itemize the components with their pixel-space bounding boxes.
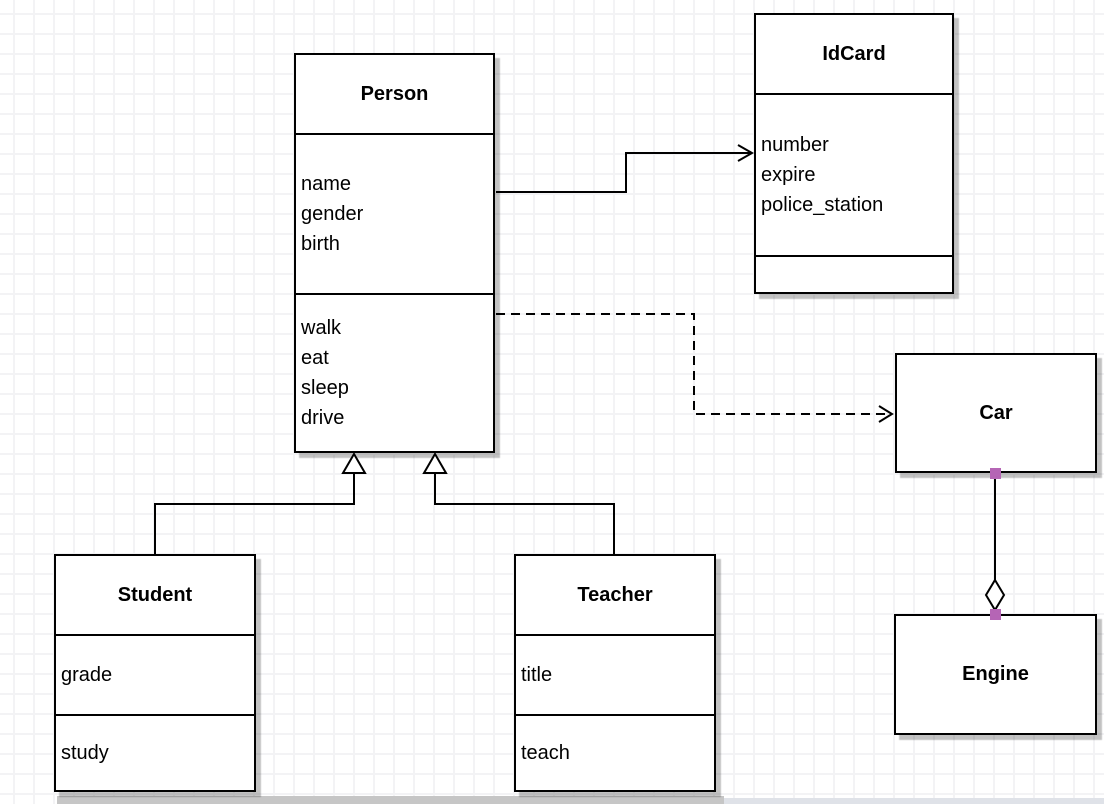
method: eat [301, 347, 329, 369]
methods-section [756, 255, 952, 292]
class-title: Student [117, 583, 193, 606]
attribute: name [301, 173, 352, 195]
method: walk [301, 317, 342, 339]
class-node-person[interactable]: Person name gender birth walk eat sleep … [294, 53, 495, 453]
method: study [61, 742, 109, 764]
attributes-section: number expire police_station [756, 93, 952, 255]
attribute: expire [761, 164, 816, 186]
attribute: birth [301, 233, 340, 255]
class-title: IdCard [822, 42, 886, 65]
hollow-diamond-marker [984, 578, 1006, 612]
class-node-teacher[interactable]: Teacher title teach [514, 554, 716, 792]
attribute: title [521, 664, 553, 686]
methods-section: study [56, 714, 254, 790]
attribute: police_station [761, 194, 884, 216]
methods-section: walk eat sleep drive [296, 293, 493, 451]
edge-person-idcard-association[interactable] [496, 144, 755, 193]
class-title: Person [360, 82, 429, 105]
edge-endpoint-handle[interactable] [990, 468, 1001, 479]
method: teach [521, 742, 570, 764]
attributes-section: grade [56, 634, 254, 714]
class-title: Engine [962, 663, 1029, 685]
class-node-engine[interactable]: Engine [894, 614, 1097, 735]
edge-teacher-person-generalization[interactable] [422, 452, 615, 554]
method: sleep [301, 377, 349, 399]
class-node-idcard[interactable]: IdCard number expire police_station [754, 13, 954, 294]
class-title: Car [979, 401, 1013, 424]
hollow-triangle-marker [422, 452, 448, 474]
hollow-triangle-marker [341, 452, 367, 474]
canvas-bottom-shadow [57, 796, 724, 804]
canvas-bottom-edge [724, 798, 1104, 804]
attribute: number [761, 134, 829, 156]
edge-student-person-generalization[interactable] [154, 452, 367, 554]
method: drive [301, 407, 345, 429]
methods-section: teach [516, 714, 714, 790]
attributes-section: name gender birth [296, 133, 493, 293]
attribute: gender [301, 203, 364, 225]
class-title: Teacher [577, 583, 653, 606]
attributes-section: title [516, 634, 714, 714]
attribute: grade [61, 664, 113, 686]
edge-endpoint-handle[interactable] [990, 609, 1001, 620]
edge-car-engine-aggregation[interactable] [984, 468, 1006, 620]
class-node-car[interactable]: Car [895, 353, 1097, 473]
edge-person-car-dependency[interactable] [496, 313, 894, 423]
class-node-student[interactable]: Student grade study [54, 554, 256, 792]
